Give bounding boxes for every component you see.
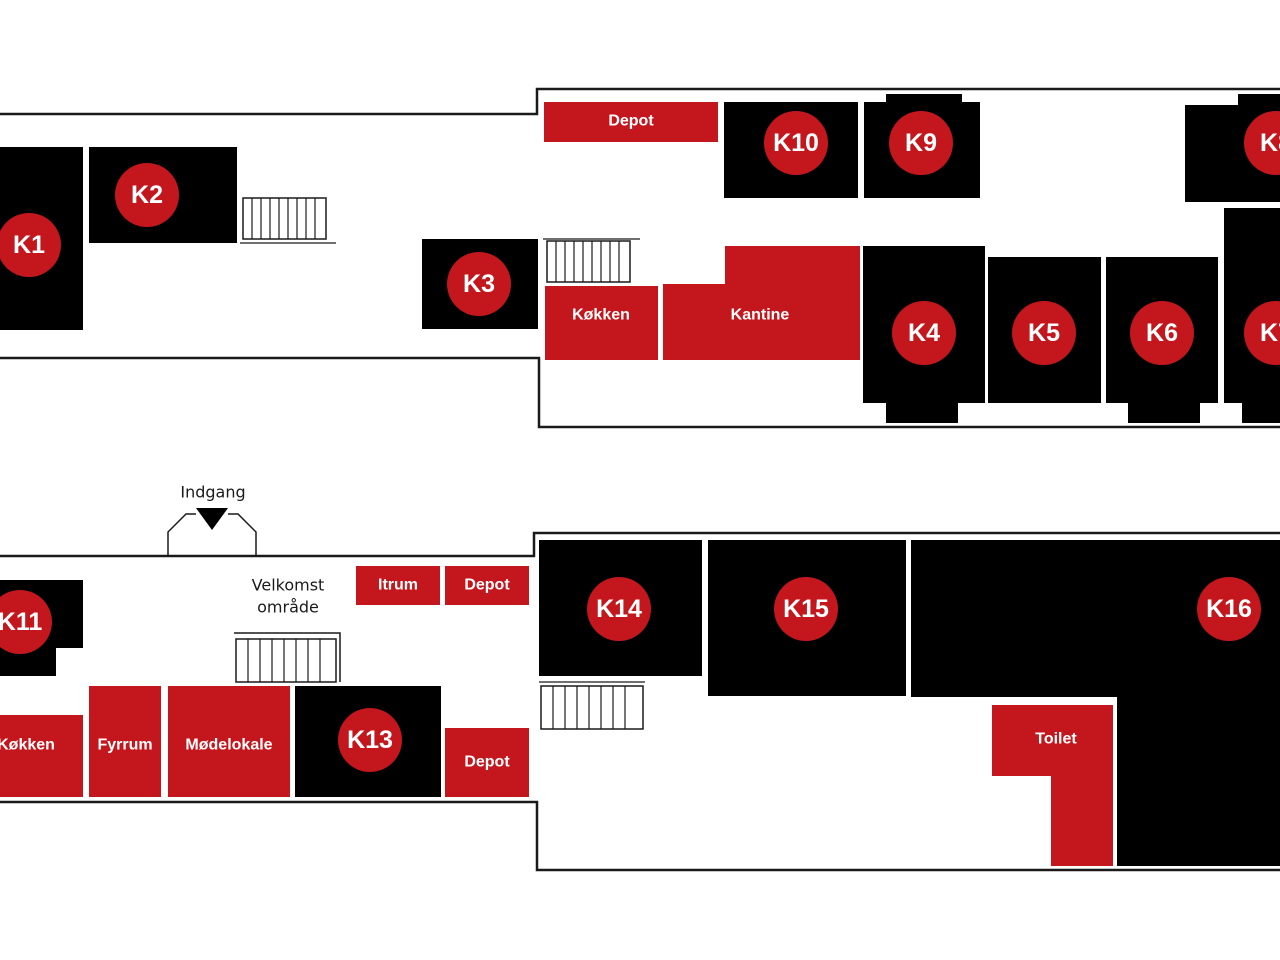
unit-k8-label: K8 <box>1260 129 1280 157</box>
upper-building: K1 K2 K3 K10 K9 K8 <box>0 87 1280 429</box>
unit-k5-label: K5 <box>1028 319 1060 347</box>
room-toilet-label: Toilet <box>1035 731 1077 748</box>
unit-k11-label: K11 <box>0 608 42 636</box>
lower-building-outline <box>0 531 1280 872</box>
room-toilet[interactable]: Toilet <box>992 705 1113 866</box>
room-kantine[interactable]: Kantine <box>663 246 860 360</box>
unit-k4[interactable]: K4 <box>863 246 985 423</box>
room-depot-bottom-2-label: Depot <box>464 754 510 771</box>
unit-k13[interactable]: K13 <box>295 686 441 797</box>
welcome-area-label-line1: Velkomst <box>252 576 325 595</box>
room-fyrrum-label: Fyrrum <box>97 737 152 754</box>
room-kokken-bottom[interactable]: Køkken <box>0 715 83 797</box>
unit-k5[interactable]: K5 <box>988 257 1101 403</box>
room-depot-top-label: Depot <box>608 113 654 130</box>
lower-building: Indgang Velkomst område K11 K13 K14 K15 <box>0 483 1280 872</box>
room-depot-bottom-2[interactable]: Depot <box>445 728 529 797</box>
unit-k3[interactable]: K3 <box>422 239 538 329</box>
unit-k13-label: K13 <box>347 726 393 754</box>
unit-k2-label: K2 <box>131 181 163 209</box>
unit-k15-label: K15 <box>783 595 829 623</box>
unit-k16-label: K16 <box>1206 595 1252 623</box>
room-itrum-label: Itrum <box>378 577 418 594</box>
unit-k10[interactable]: K10 <box>724 102 858 198</box>
entrance-arrow-icon <box>196 508 228 530</box>
unit-k10-label: K10 <box>773 129 819 157</box>
unit-k14-label: K14 <box>596 595 642 623</box>
unit-k7[interactable]: K7 <box>1224 208 1280 423</box>
staircase-upper-middle <box>543 238 640 283</box>
staircase-lower-right <box>539 681 645 730</box>
room-kantine-label: Kantine <box>731 307 790 324</box>
unit-k7-label: K7 <box>1260 319 1280 347</box>
unit-k9[interactable]: K9 <box>864 94 980 198</box>
room-kokken-top[interactable]: Køkken <box>545 286 658 360</box>
room-kokken-top-label: Køkken <box>572 307 630 324</box>
staircase-upper-left <box>240 197 336 244</box>
staircase-lower-left <box>234 632 341 683</box>
room-fyrrum[interactable]: Fyrrum <box>89 686 161 797</box>
unit-k15[interactable]: K15 <box>708 540 906 696</box>
entrance[interactable]: Indgang <box>167 483 257 557</box>
unit-k3-label: K3 <box>463 270 495 298</box>
entrance-label: Indgang <box>180 483 245 502</box>
unit-k1[interactable]: K1 <box>0 147 83 330</box>
room-itrum[interactable]: Itrum <box>356 566 440 605</box>
room-modelokale-label: Mødelokale <box>185 737 272 754</box>
unit-k11[interactable]: K11 <box>0 580 83 676</box>
room-depot-bottom-1[interactable]: Depot <box>445 566 529 605</box>
unit-k16[interactable]: K16 <box>911 540 1280 866</box>
room-kokken-bottom-label: Køkken <box>0 737 55 754</box>
unit-k8[interactable]: K8 <box>1185 94 1280 202</box>
unit-k6-label: K6 <box>1146 319 1178 347</box>
upper-building-outline <box>0 87 1280 429</box>
welcome-area-label-line2: område <box>257 598 319 617</box>
unit-k14[interactable]: K14 <box>539 540 702 676</box>
unit-k4-label: K4 <box>908 319 940 347</box>
unit-k9-label: K9 <box>905 129 937 157</box>
unit-k1-label: K1 <box>13 231 45 259</box>
room-depot-bottom-1-label: Depot <box>464 577 510 594</box>
unit-k6[interactable]: K6 <box>1106 257 1218 423</box>
room-depot-top[interactable]: Depot <box>544 102 718 142</box>
unit-k2[interactable]: K2 <box>89 147 237 243</box>
room-modelokale[interactable]: Mødelokale <box>168 686 290 797</box>
